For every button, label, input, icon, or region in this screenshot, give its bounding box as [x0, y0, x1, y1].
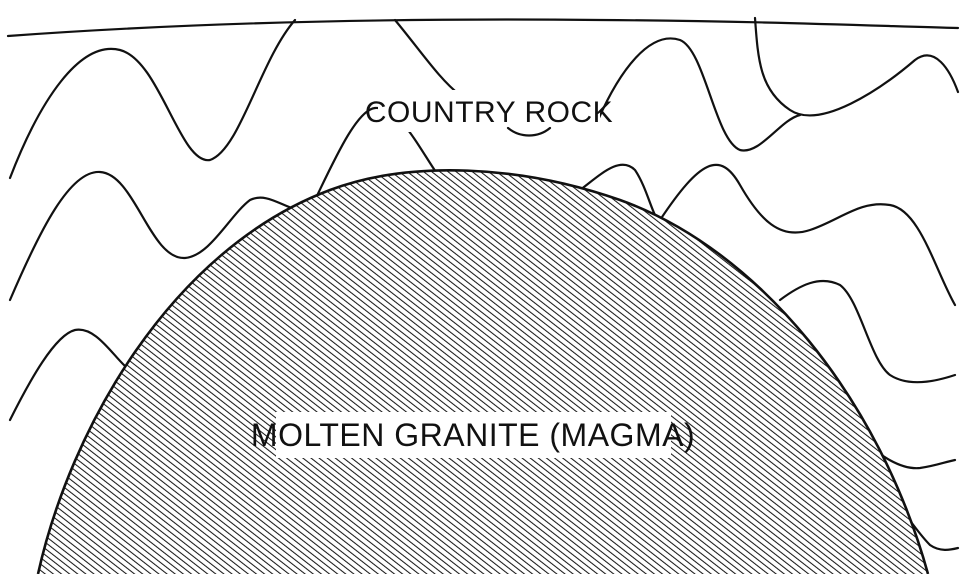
magma-body	[38, 170, 928, 574]
magma-dome-fill	[38, 170, 928, 574]
country-rock-label-group: COUNTRY ROCK	[365, 90, 613, 136]
magma-label: MOLTEN GRANITE (MAGMA)	[251, 417, 695, 453]
magma-label-group: MOLTEN GRANITE (MAGMA)	[251, 412, 695, 458]
country-rock-label: COUNTRY ROCK	[365, 96, 613, 129]
surface-line	[8, 20, 958, 36]
